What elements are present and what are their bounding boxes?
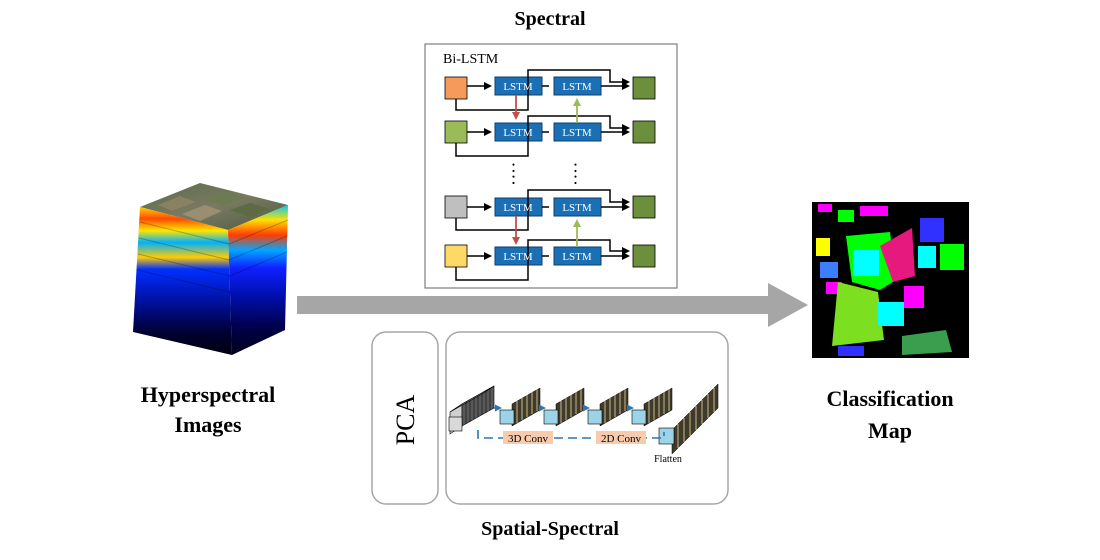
pca-label: PCA bbox=[391, 394, 420, 445]
conv3d-label: 3D Conv bbox=[508, 433, 549, 445]
conv3d-label-bg bbox=[503, 431, 553, 444]
output-node bbox=[632, 195, 656, 219]
bilstm-row bbox=[444, 239, 656, 281]
flatten-feature-stack bbox=[658, 383, 719, 455]
ellipsis-dots: : bbox=[511, 156, 516, 176]
ellipsis-dots: : bbox=[573, 168, 578, 188]
output-node bbox=[632, 120, 656, 144]
lstm-label: LSTM bbox=[562, 81, 592, 93]
hyperspectral-cube-image bbox=[133, 183, 289, 355]
spatial-spectral-panel: PCA bbox=[371, 331, 729, 505]
lstm-label: LSTM bbox=[562, 127, 592, 139]
input-node bbox=[444, 244, 468, 268]
flatten-label: Flatten bbox=[654, 454, 682, 465]
bilstm-row bbox=[444, 189, 656, 231]
input-node bbox=[444, 195, 468, 219]
spatial-spectral-title: Spatial-Spectral bbox=[481, 518, 619, 540]
lstm-label: LSTM bbox=[503, 127, 533, 139]
classification-map-label: Classification Map bbox=[826, 386, 954, 443]
input-node bbox=[444, 76, 468, 100]
conv-feature-stack bbox=[543, 387, 585, 427]
ellipsis-dots: : bbox=[511, 168, 516, 188]
conv2d-label: 2D Conv bbox=[601, 433, 642, 445]
hyperspectral-images-label: Hyperspectral Images bbox=[140, 382, 276, 437]
input-node bbox=[444, 120, 468, 144]
bilstm-label: Bi-LSTM bbox=[443, 52, 499, 67]
spectral-title: Spectral bbox=[514, 8, 586, 30]
conv-feature-stack bbox=[631, 387, 673, 427]
lstm-label: LSTM bbox=[562, 251, 592, 263]
lstm-label: LSTM bbox=[503, 81, 533, 93]
lstm-label: LSTM bbox=[503, 202, 533, 214]
ellipsis-dots: : bbox=[573, 156, 578, 176]
conv2d-label-bg bbox=[596, 431, 646, 444]
main-flow-arrow bbox=[297, 283, 808, 327]
output-node bbox=[632, 244, 656, 268]
lstm-label: LSTM bbox=[503, 251, 533, 263]
lstm-label: LSTM bbox=[562, 202, 592, 214]
conv-feature-stack bbox=[499, 387, 541, 427]
spectral-bilstm-panel: Bi-LSTM bbox=[424, 43, 678, 289]
bilstm-row bbox=[444, 115, 656, 157]
output-node bbox=[632, 76, 656, 100]
bilstm-row bbox=[444, 69, 656, 111]
classification-map-image bbox=[812, 202, 969, 358]
input-patch-stack bbox=[448, 385, 495, 435]
